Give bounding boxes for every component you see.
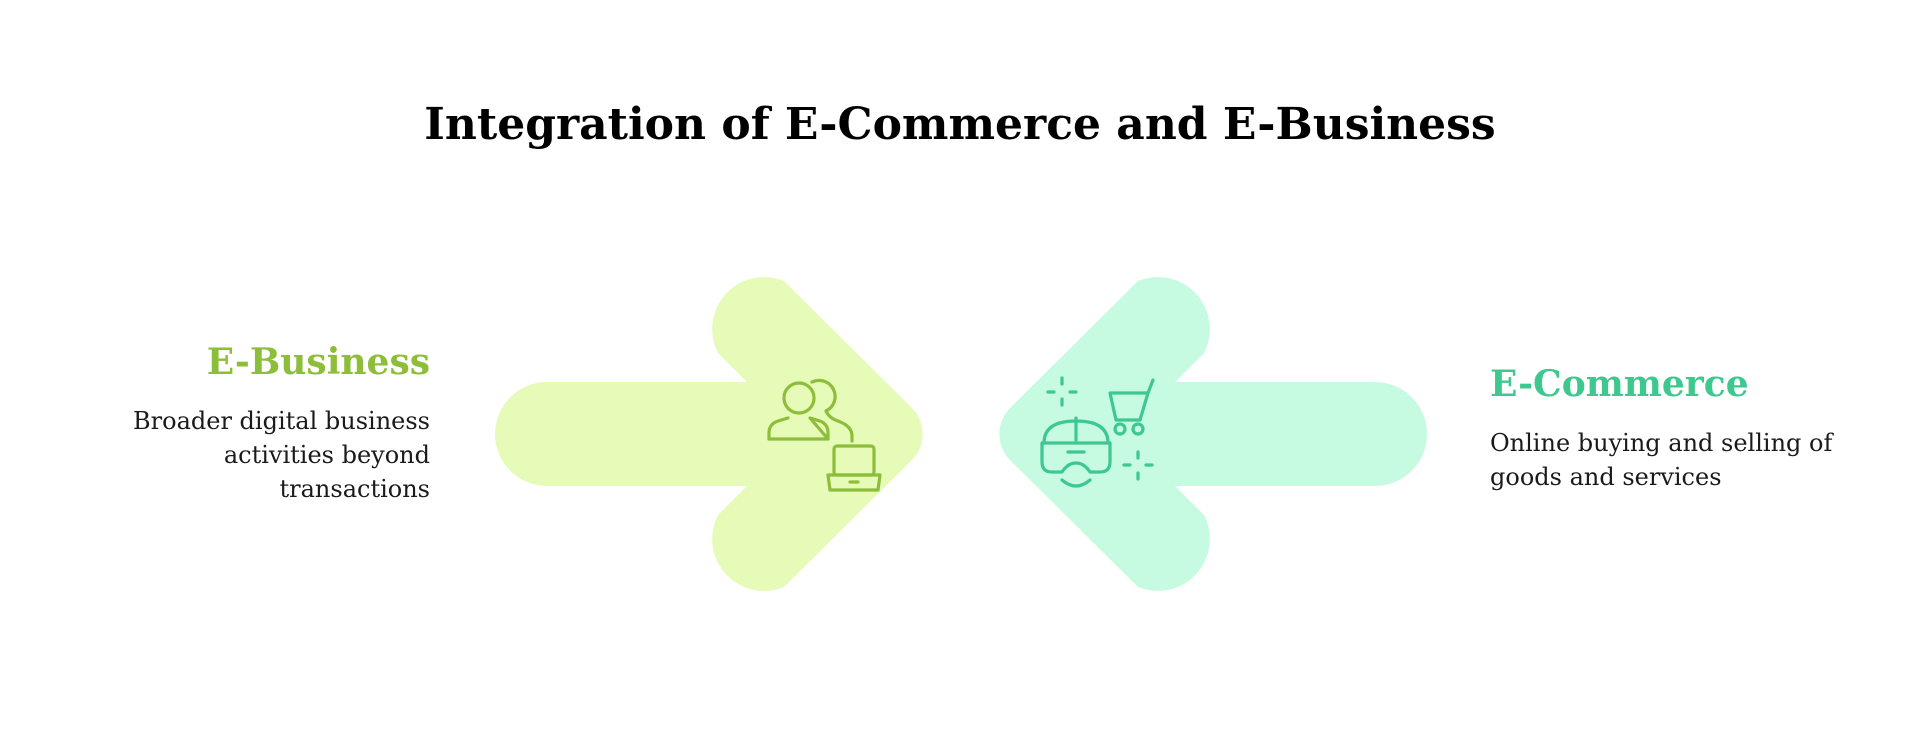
e-commerce-description: Online buying and selling of goods and s…	[1490, 429, 1833, 491]
vr-headset-cart-icon	[1040, 376, 1155, 488]
person-head-icon	[782, 381, 816, 415]
left-arrow	[495, 277, 923, 591]
person-body-icon	[767, 416, 830, 441]
e-business-block: E-Business Broader digital business acti…	[70, 340, 430, 506]
sparkle-icon-2	[1122, 450, 1154, 481]
shopping-cart-icon	[1108, 378, 1155, 436]
e-commerce-block: E-Commerce Online buying and selling of …	[1490, 362, 1850, 494]
e-business-heading: E-Business	[206, 341, 430, 383]
page-title: Integration of E-Commerce and E-Business	[424, 99, 1496, 150]
laptop-base-icon	[826, 473, 882, 492]
left-arrow-shape	[495, 277, 923, 591]
e-business-description: Broader digital business activities beyo…	[133, 407, 430, 503]
sparkle-icon	[1046, 376, 1078, 407]
right-arrow	[999, 277, 1427, 591]
right-arrow-shape	[999, 277, 1427, 591]
users-laptop-icon	[767, 378, 882, 492]
e-commerce-heading: E-Commerce	[1490, 363, 1749, 405]
second-person-icon	[810, 378, 854, 443]
vr-headset-icon	[1040, 416, 1112, 488]
